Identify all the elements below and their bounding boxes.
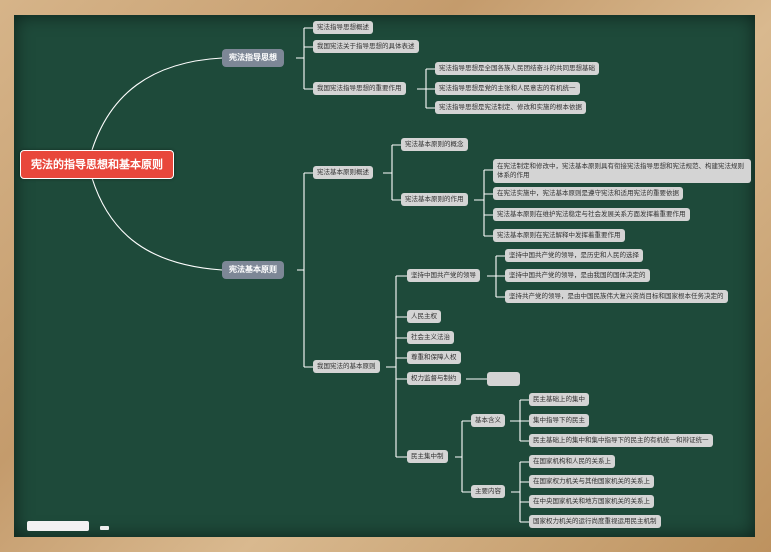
- role-item[interactable]: 宪法指导思想是全国各族人民团结奋斗的共同思想基础: [435, 62, 599, 75]
- dc-meaning-item[interactable]: 集中指导下的民主: [529, 414, 589, 427]
- dc-meaning-item[interactable]: 民主基础上的集中和集中指导下的民主的有机统一和辩证统一: [529, 434, 713, 447]
- principles-role-item[interactable]: 在宪法制定和修改中，宪法基本原则具有衔接宪法指导思想和宪法规范、构建宪法规则体系…: [493, 159, 751, 183]
- principles-overview[interactable]: 宪法基本原则概述: [313, 166, 373, 179]
- branch-basic-principles[interactable]: 宪法基本原则: [222, 261, 284, 279]
- root-topic[interactable]: 宪法的指导思想和基本原则: [20, 150, 174, 179]
- our-basic-principles[interactable]: 我国宪法的基本原则: [313, 360, 380, 373]
- principles-concept[interactable]: 宪法基本原则的概念: [401, 138, 468, 151]
- guiding-ideology-expression[interactable]: 我国宪法关于指导思想的具体表述: [313, 40, 419, 53]
- dc-content[interactable]: 主要内容: [471, 485, 505, 498]
- dc-content-item[interactable]: 国家权力机关的运行尚度重视运用民主机制: [529, 515, 661, 528]
- guiding-ideology-role[interactable]: 我国宪法指导思想的重要作用: [313, 82, 406, 95]
- dc-meaning[interactable]: 基本含义: [471, 414, 505, 427]
- principles-role-item[interactable]: 宪法基本原则在维护宪法稳定与社会发展关系方面发挥着重要作用: [493, 208, 690, 221]
- dc-meaning-item[interactable]: 民主基础上的集中: [529, 393, 589, 406]
- socialist-rule-of-law[interactable]: 社会主义法治: [407, 331, 454, 344]
- eraser: [27, 521, 89, 531]
- party-leadership-item[interactable]: 坚持中国共产党的领导，是历史和人民的选择: [505, 249, 643, 262]
- principles-role[interactable]: 宪法基本原则的作用: [401, 193, 468, 206]
- power-supervision[interactable]: 权力监督与制约: [407, 372, 461, 385]
- dc-content-item[interactable]: 在国家机构和人民的关系上: [529, 455, 615, 468]
- dc-content-item[interactable]: 在国家权力机关与其他国家机关的关系上: [529, 475, 654, 488]
- party-leadership-item[interactable]: 坚持中国共产党的领导，是由我国的国体决定的: [505, 269, 650, 282]
- people-sovereignty[interactable]: 人民主权: [407, 310, 441, 323]
- dc-content-item[interactable]: 在中央国家机关和地方国家机关的关系上: [529, 495, 654, 508]
- empty-topic[interactable]: [487, 372, 520, 386]
- party-leadership-item[interactable]: 坚持共产党的领导，是由中国民族伟大复兴资尚目标和国家根本任务决定的: [505, 290, 728, 303]
- branch-guiding-ideology[interactable]: 宪法指导思想: [222, 49, 284, 67]
- role-item[interactable]: 宪法指导思想是党的主张和人民意志的有机统一: [435, 82, 580, 95]
- principles-role-item[interactable]: 宪法基本原则在宪法解释中发挥着重要作用: [493, 229, 625, 242]
- chalk-piece: [100, 526, 109, 530]
- human-rights[interactable]: 尊重和保障人权: [407, 351, 461, 364]
- guiding-ideology-overview[interactable]: 宪法指导思想概述: [313, 21, 373, 34]
- democratic-centralism[interactable]: 民主集中制: [407, 450, 448, 463]
- principles-role-item[interactable]: 在宪法实施中，宪法基本原则是遵守宪法和适用宪法的重要依据: [493, 187, 683, 200]
- party-leadership[interactable]: 坚持中国共产党的领导: [407, 269, 480, 282]
- role-item[interactable]: 宪法指导思想是宪法制定、修改和实施的根本依据: [435, 101, 586, 114]
